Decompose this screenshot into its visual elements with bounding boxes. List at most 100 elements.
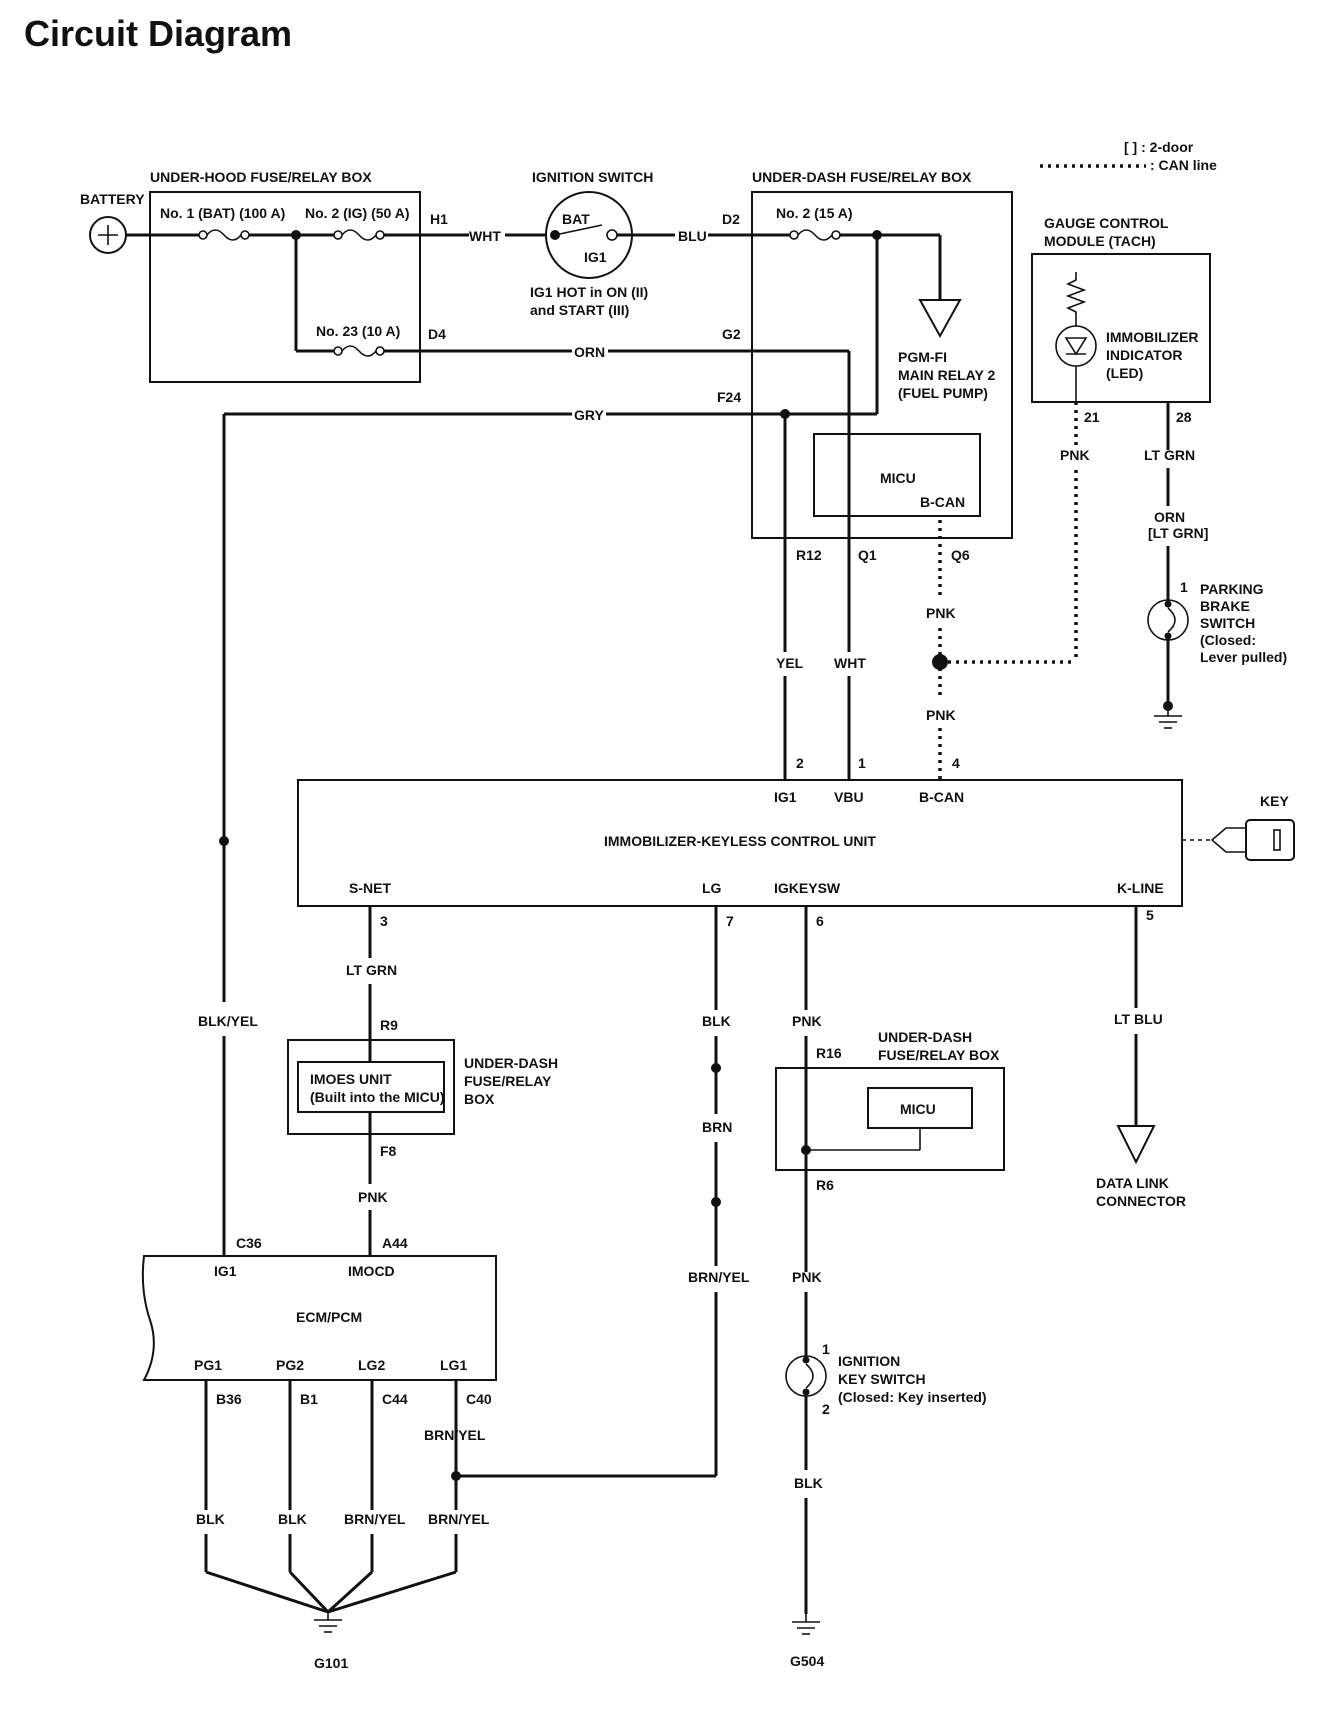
relay-label-3: (FUEL PUMP) [898,385,988,401]
pin-iks-2: 2 [822,1401,830,1417]
ecm-pin-pg2: PG2 [276,1357,304,1373]
fuse-no2-15 [789,229,841,241]
wire-brn-label: BRN [702,1119,732,1135]
wire-brnyel-label: BRN/YEL [688,1269,750,1285]
iks-label-3: (Closed: Key inserted) [838,1389,987,1405]
fuse-no23-label: No. 23 (10 A) [316,323,400,339]
wire-ltgrn-gauge-label: LT GRN [1144,447,1195,463]
wire-pnk-imoes-label: PNK [358,1189,388,1205]
fuse-no2 [333,229,385,241]
micu2-label: MICU [900,1101,936,1117]
wire-brnyel2-label: BRN/YEL [428,1511,490,1527]
ud3-label-2: FUSE/RELAY BOX [878,1047,1000,1063]
ign-ig1-terminal: IG1 [584,249,607,265]
wire-blk-igk-label: BLK [794,1475,823,1491]
wire-blk1-label: BLK [196,1511,225,1527]
wire-blk-lg-label: BLK [702,1013,731,1029]
wire-brnyel1-label: BRN/YEL [344,1511,406,1527]
wire-orn-gauge-label: ORN [1154,509,1185,525]
wire-pnk-igk2-label: PNK [792,1269,822,1285]
pin-d2: D2 [722,211,740,227]
fuse-no1 [198,229,250,241]
wire-wht2-label: WHT [834,655,866,671]
ignition-switch-label: IGNITION SWITCH [532,169,653,185]
pin-d4: D4 [428,326,446,342]
wire-orn-label: ORN [574,344,605,360]
wire-ltblu-label: LT BLU [1114,1011,1163,1027]
iks-label-2: KEY SWITCH [838,1371,926,1387]
ikcu-pin-vbu: VBU [834,789,864,805]
ig1-note-line2: and START (III) [530,302,629,318]
micu-box [813,433,981,517]
pin-7: 7 [726,913,734,929]
wire-brnyel-c40-label: BRN/YEL [424,1427,486,1443]
ecm-label: ECM/PCM [296,1309,362,1325]
pin-iks-1: 1 [822,1341,830,1357]
page-title: Circuit Diagram [24,13,292,54]
pin-h1: H1 [430,211,448,227]
legend: [ ] : 2-door : CAN line [1040,139,1217,173]
wire-wht-label: WHT [469,228,501,244]
data-link-connector-symbol [1116,1125,1156,1165]
battery-label: BATTERY [80,191,145,207]
ud2-label-2: FUSE/RELAY [464,1073,552,1089]
underhood-box-outline [149,191,421,383]
relay-label-1: PGM-FI [898,349,947,365]
pin-4: 4 [952,755,960,771]
imoes-unit-box: IMOES UNIT (Built into the MICU) UNDER-D… [287,1039,558,1135]
pin-r12: R12 [796,547,822,563]
ud2-label-3: BOX [464,1091,495,1107]
pbs-label-1: PARKING [1200,581,1264,597]
imm-indicator-1: IMMOBILIZER [1106,329,1199,345]
relay-label-2: MAIN RELAY 2 [898,367,995,383]
legend-dotted: : CAN line [1150,157,1217,173]
ground-symbol-g101 [314,1612,342,1633]
underdash-fuse-box: UNDER-DASH FUSE/RELAY BOX No. 2 (15 A) P… [751,169,1013,539]
dlc-label-1: DATA LINK [1096,1175,1169,1191]
pin-r16: R16 [816,1045,842,1061]
pin-c44: C44 [382,1391,408,1407]
imoes-label-1: IMOES UNIT [310,1071,392,1087]
parking-brake-switch: PARKING BRAKE SWITCH (Closed: Lever pull… [1147,581,1287,665]
underhood-box-label: UNDER-HOOD FUSE/RELAY BOX [150,169,372,185]
pbs-label-2: BRAKE [1200,598,1250,614]
ecm-pin-imocd: IMOCD [348,1263,395,1279]
wire-pnk2-label: PNK [926,707,956,723]
ikcu-pin-bcan: B-CAN [919,789,964,805]
ig1-note-line1: IG1 HOT in ON (II) [530,284,648,300]
ecm-pin-lg1: LG1 [440,1357,467,1373]
ign-bat-terminal: BAT [562,211,590,227]
pbs-label-4: (Closed: [1200,632,1256,648]
micu-bcan-label: B-CAN [920,494,965,510]
ikcu-pin-kline: K-LINE [1117,880,1164,896]
ikcu-pin-lg: LG [702,880,722,896]
ikcu-label: IMMOBILIZER-KEYLESS CONTROL UNIT [604,833,876,849]
wire-pnk-gauge-label: PNK [1060,447,1090,463]
underdash-box-outline [751,191,1013,539]
pin-1-pbs: 1 [1180,579,1188,595]
pin-g2: G2 [722,326,741,342]
wire-ltgrn-label: LT GRN [346,962,397,978]
wire-ltgrn-2door-label: [LT GRN] [1148,525,1208,541]
immobilizer-keyless-control-unit: IG1 VBU B-CAN IMMOBILIZER-KEYLESS CONTRO… [297,779,1183,907]
dlc-label-2: CONNECTOR [1096,1193,1186,1209]
ecm-pcm: IG1 IMOCD ECM/PCM PG1 PG2 LG2 LG1 [141,1255,497,1381]
pin-28: 28 [1176,409,1192,425]
pin-1: 1 [858,755,866,771]
wire-pnk-igk-label: PNK [792,1013,822,1029]
pin-r6: R6 [816,1177,834,1193]
ud2-label-1: UNDER-DASH [464,1055,558,1071]
ikcu-pin-snet: S-NET [349,880,391,896]
key: KEY [1182,793,1295,861]
pin-c40: C40 [466,1391,492,1407]
ground-symbol-g504 [792,1614,820,1635]
resistor-symbol [1065,272,1087,318]
pin-3: 3 [380,913,388,929]
wire-blu-label: BLU [678,228,707,244]
underhood-fuse-box: UNDER-HOOD FUSE/RELAY BOX No. 1 (BAT) (1… [149,169,421,383]
iks-label-1: IGNITION [838,1353,900,1369]
pin-6: 6 [816,913,824,929]
pin-21: 21 [1084,409,1100,425]
gauge-box [1031,253,1211,403]
ecm-pin-pg1: PG1 [194,1357,222,1373]
